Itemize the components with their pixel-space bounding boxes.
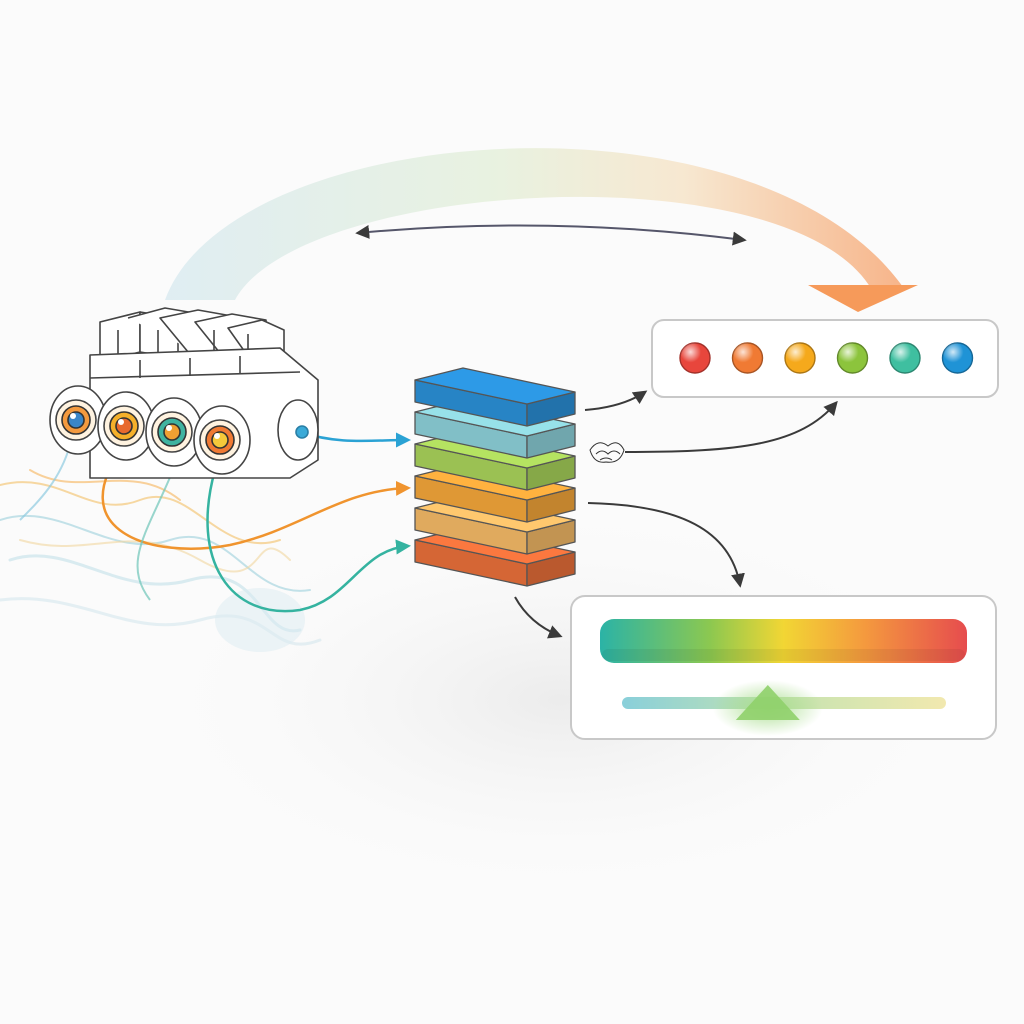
stack-layer-6 xyxy=(414,367,576,427)
layer-stack xyxy=(414,367,576,587)
lens-2 xyxy=(97,391,155,461)
tangle-icon xyxy=(589,442,625,463)
sensor-block xyxy=(49,307,319,479)
feedback-arc xyxy=(165,148,905,300)
connection-orange xyxy=(101,444,411,550)
status-dot-shine xyxy=(890,343,920,373)
bidirectional-arrow xyxy=(355,224,747,246)
status-dot-shine xyxy=(837,343,868,373)
connection-teal-2 xyxy=(136,457,179,601)
arrow-stack-to-bar xyxy=(587,502,745,588)
connection-teal xyxy=(206,469,411,613)
status-dot-shine xyxy=(942,343,973,373)
arrow-stack-to-bar-2 xyxy=(514,596,563,639)
status-dot-shine xyxy=(785,343,815,373)
connection-sky xyxy=(19,444,71,521)
feedback-arc-arrowhead xyxy=(808,285,918,312)
lens-1 xyxy=(49,385,107,455)
lens-4 xyxy=(193,405,251,475)
dot-strip-panel xyxy=(651,319,999,398)
gradient-bar-panel xyxy=(570,595,997,740)
status-dot-shine xyxy=(732,343,763,373)
arrow-stack-to-dots-2 xyxy=(624,400,838,453)
marker-triangle xyxy=(735,685,800,720)
lens-3 xyxy=(145,397,203,467)
status-dot-shine xyxy=(680,343,710,373)
dot-row xyxy=(679,342,974,374)
arrow-stack-to-dots xyxy=(584,390,648,411)
track-marker xyxy=(712,680,823,736)
signal-wisps xyxy=(0,469,322,652)
gradient-bar xyxy=(600,619,967,663)
